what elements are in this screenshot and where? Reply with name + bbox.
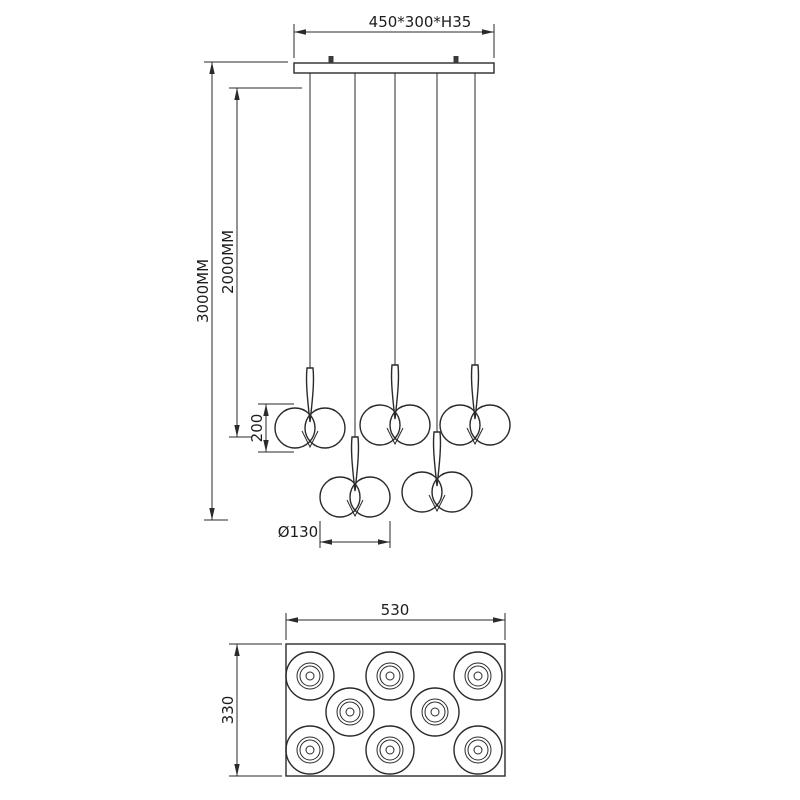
canopy-dimension-label: 450*300*H35 bbox=[369, 13, 472, 31]
dimension-shade-height: 200 bbox=[248, 403, 294, 453]
top-depth-label: 330 bbox=[219, 696, 237, 725]
top-width-label: 530 bbox=[381, 601, 410, 619]
dimension-top-width: 530 bbox=[285, 601, 506, 640]
pendant-lamp-4 bbox=[319, 436, 391, 518]
dimension-canopy: 450*300*H35 bbox=[293, 13, 495, 58]
ceiling-canopy bbox=[293, 62, 495, 74]
dimension-shade-diameter: Ø130 bbox=[278, 521, 391, 548]
shade-height-label: 200 bbox=[248, 414, 266, 443]
dimension-top-depth: 330 bbox=[219, 643, 282, 777]
cord-drop-label: 2000MM bbox=[219, 230, 237, 294]
mounting-screw-left bbox=[328, 56, 334, 63]
pendant-lamp-3 bbox=[439, 364, 511, 446]
dimension-total-drop: 3000MM bbox=[194, 61, 288, 521]
front-view: 450*300*H35 3000MM 2000MM 200 bbox=[194, 13, 511, 548]
pendant-lamp-5 bbox=[401, 431, 473, 513]
pendant-lamp-1 bbox=[274, 367, 346, 449]
shade-diameter-label: Ø130 bbox=[278, 523, 318, 541]
top-view: 530 330 bbox=[219, 601, 506, 777]
mounting-screw-right bbox=[453, 56, 459, 63]
pendant-lamp-2 bbox=[359, 364, 431, 446]
total-drop-label: 3000MM bbox=[194, 259, 212, 323]
cord-lines bbox=[309, 73, 476, 437]
dimension-cord-drop: 2000MM bbox=[219, 87, 302, 438]
